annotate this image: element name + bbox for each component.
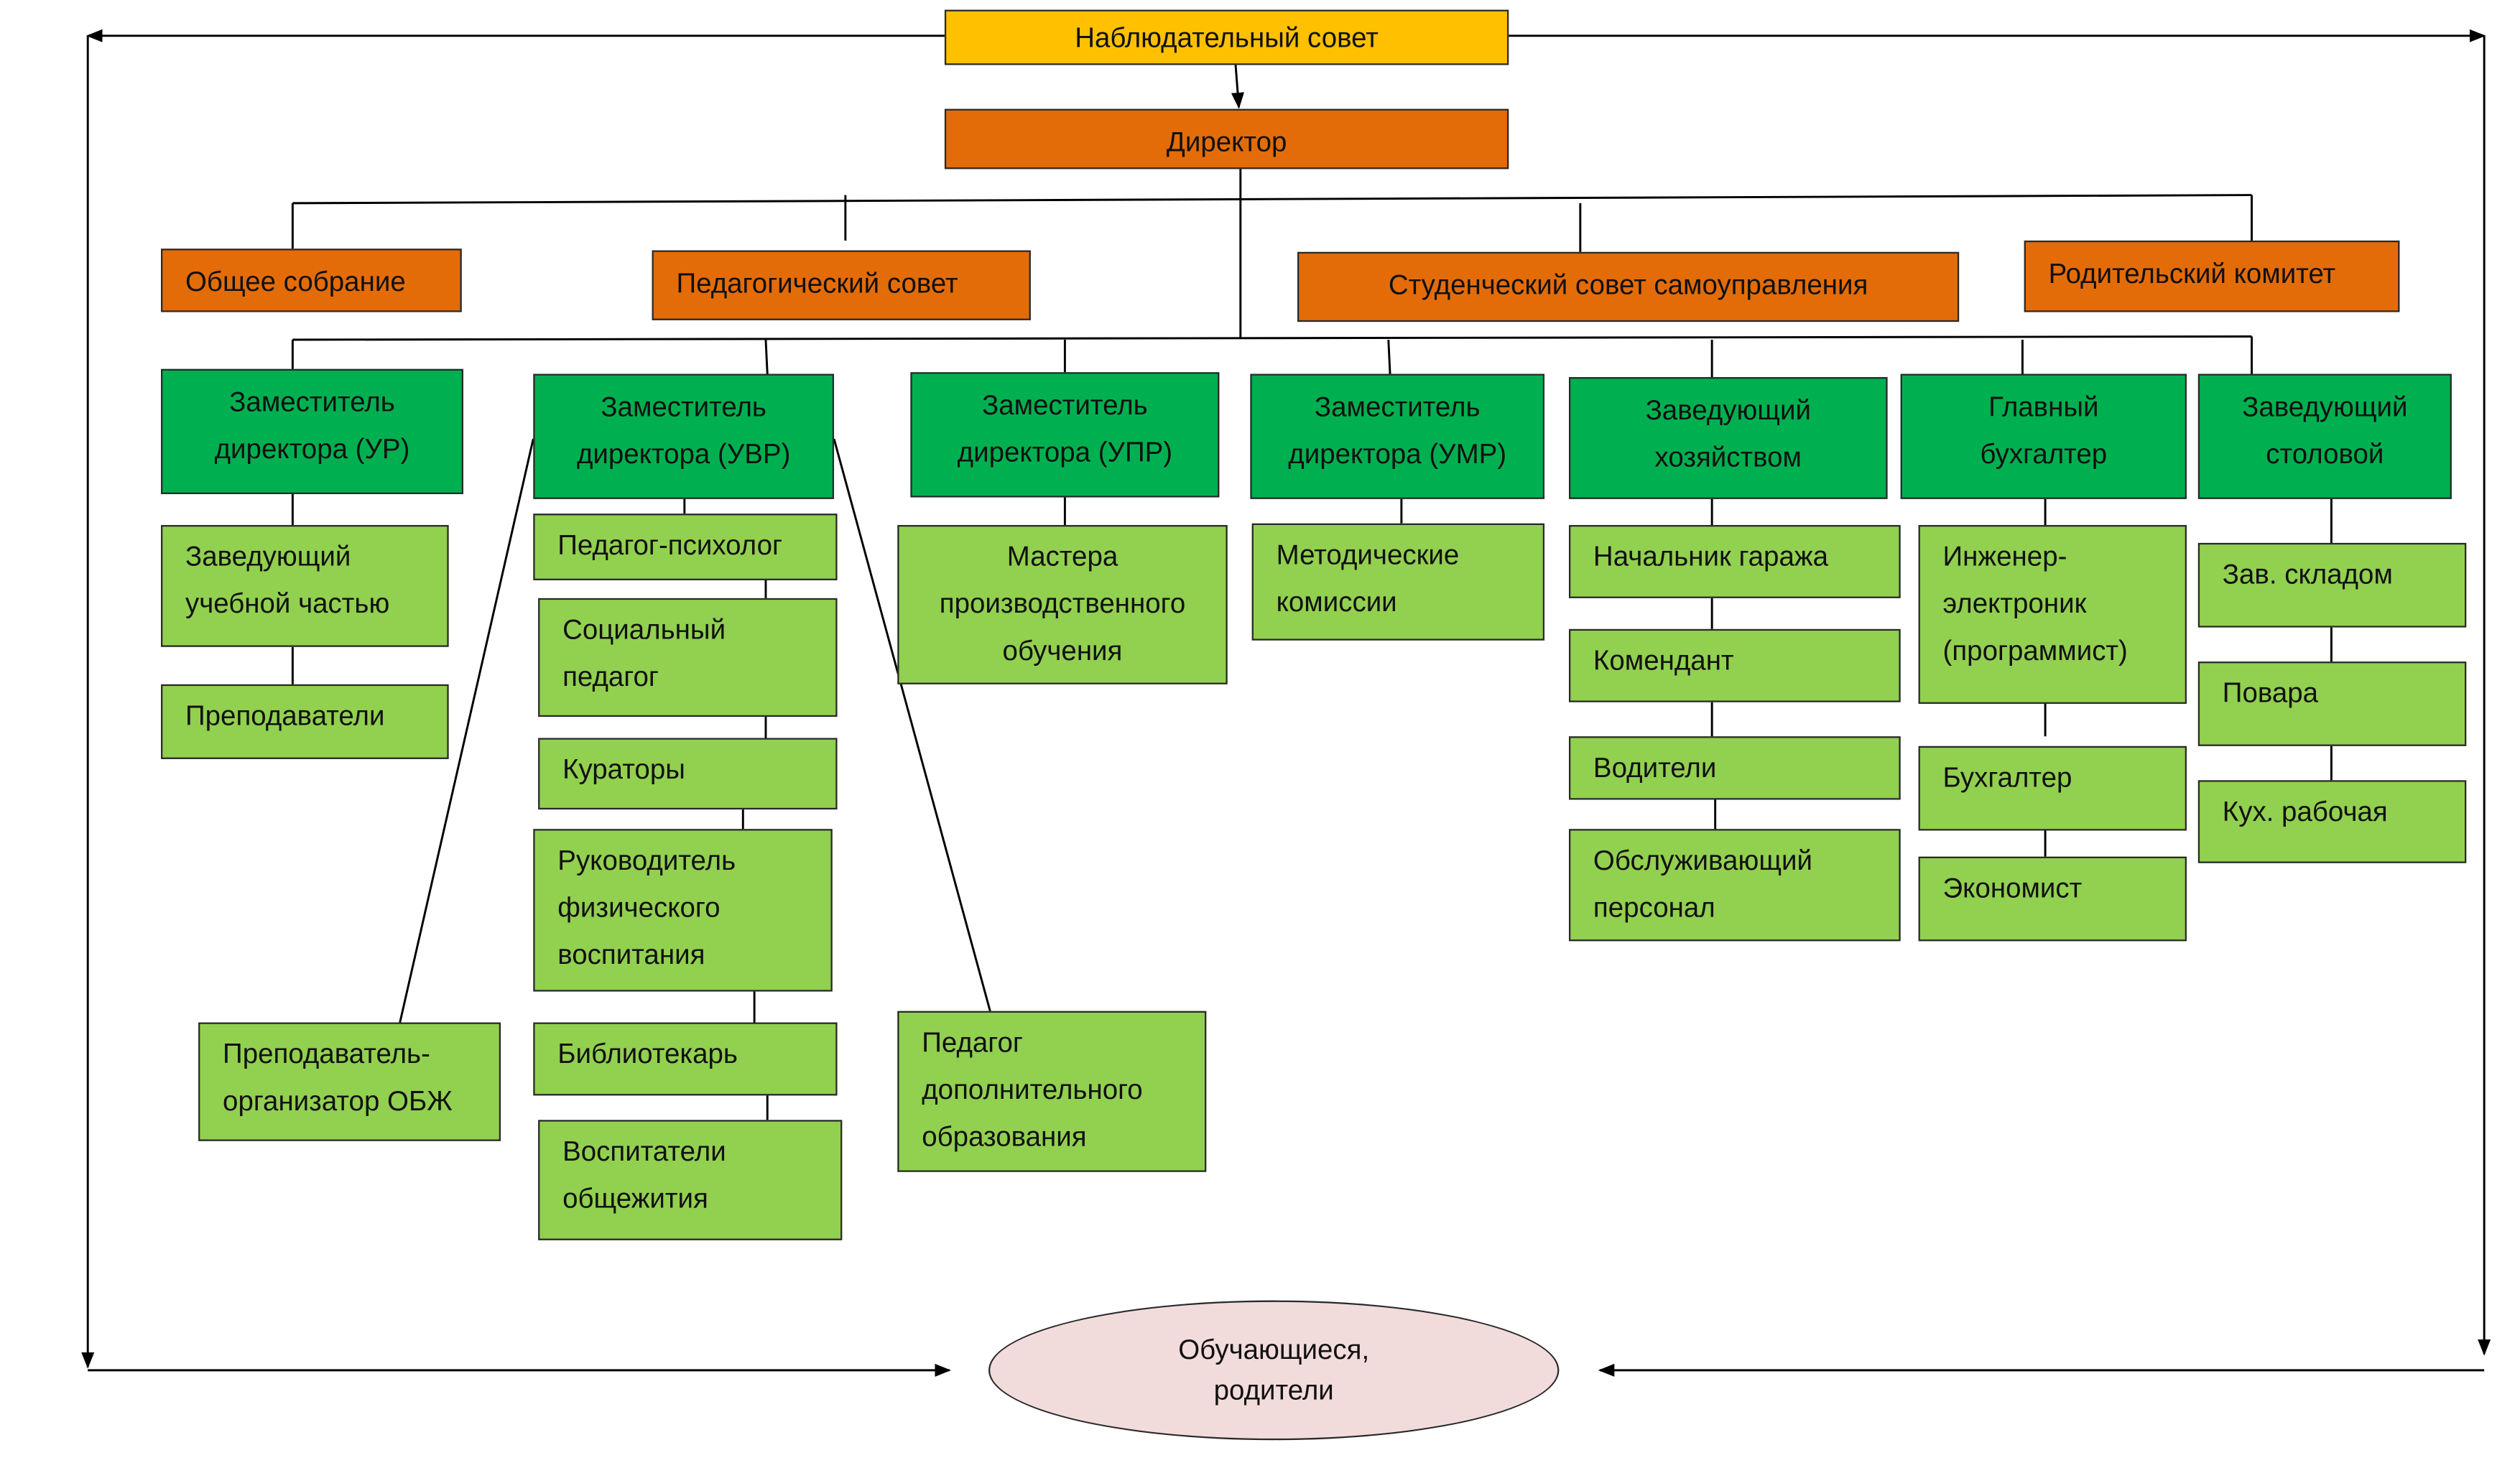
librarian-label: Библиотекарь	[557, 1039, 738, 1070]
teachers-label: Преподаватели	[185, 700, 385, 732]
kitchen-worker-box: Кух. рабочая	[2197, 780, 2467, 863]
pe-head-line-2: физического	[557, 892, 721, 924]
commandant-box: Комендант	[1568, 628, 1901, 702]
deputy-uvr-line-2: директора (УВР)	[576, 439, 791, 470]
economist-label: Экономист	[1942, 873, 2083, 904]
psychologist-label: Педагог-психолог	[557, 529, 783, 561]
production-masters-box: Мастера производственного обучения	[897, 525, 1228, 684]
drivers-label: Водители	[1593, 752, 1717, 784]
extra-education-line-2: дополнительного	[922, 1074, 1143, 1105]
it-engineer-line-3: (программист)	[1942, 635, 2128, 667]
academic-head-line-1: Заведующий	[185, 541, 351, 572]
extra-education-box: Педагог дополнительного образования	[897, 1011, 1207, 1172]
director-label: Директор	[1166, 126, 1287, 158]
academic-head-box: Заведующий учебной частью	[161, 525, 449, 647]
academic-head-line-2: учебной частью	[185, 588, 390, 620]
deputy-upr-line-1: Заместитель	[982, 390, 1148, 422]
drivers-box: Водители	[1568, 736, 1901, 800]
housekeeping-line-2: хозяйством	[1654, 442, 1802, 473]
pe-head-line-3: воспитания	[557, 939, 705, 971]
it-engineer-line-1: Инженер-	[1942, 541, 2067, 572]
dorm-tutors-box: Воспитатели общежития	[538, 1120, 843, 1240]
students-parents-ellipse: Обучающиеся, родители	[988, 1300, 1560, 1441]
psychologist-box: Педагог-психолог	[533, 514, 838, 580]
pedagogical-council-box: Педагогический совет	[652, 250, 1031, 320]
extra-education-line-3: образования	[922, 1121, 1087, 1153]
extra-education-line-1: Педагог	[922, 1027, 1023, 1059]
curators-box: Кураторы	[538, 738, 838, 810]
pedagogical-council-label: Педагогический совет	[676, 268, 958, 299]
social-pedagogue-line-1: Социальный	[562, 614, 726, 646]
cooks-label: Повара	[2222, 677, 2319, 709]
service-staff-line-2: персонал	[1593, 892, 1715, 924]
deputy-director-uvr-box: Заместитель директора (УВР)	[533, 373, 835, 499]
curators-label: Кураторы	[562, 754, 685, 786]
production-masters-line-2: производственного	[939, 588, 1186, 620]
librarian-box: Библиотекарь	[533, 1022, 838, 1096]
parents-committee-box: Родительский комитет	[2024, 240, 2400, 312]
dorm-tutors-line-1: Воспитатели	[562, 1135, 726, 1167]
deputy-uvr-line-1: Заместитель	[601, 391, 766, 423]
housekeeping-line-1: Заведующий	[1645, 394, 1811, 426]
obzh-teacher-line-1: Преподаватель-	[223, 1039, 430, 1070]
supervisory-board-label: Наблюдательный совет	[1075, 22, 1379, 54]
accountant-label: Бухгалтер	[1942, 762, 2072, 794]
chief-accountant-line-2: бухгалтер	[1980, 439, 2108, 470]
service-staff-line-1: Обслуживающий	[1593, 845, 1812, 876]
deputy-director-ur-box: Заместитель директора (УР)	[161, 368, 464, 495]
service-staff-box: Обслуживающий персонал	[1568, 829, 1901, 942]
warehouse-head-box: Зав. складом	[2197, 542, 2467, 628]
garage-head-box: Начальник гаража	[1568, 525, 1901, 598]
pe-head-box: Руководитель физического воспитания	[533, 829, 833, 992]
canteen-head-line-1: Заведующий	[2242, 391, 2408, 423]
deputy-director-upr-box: Заместитель директора (УПР)	[910, 372, 1220, 498]
general-meeting-box: Общее собрание	[161, 249, 462, 312]
supervisory-board-box: Наблюдательный совет	[944, 9, 1509, 65]
deputy-ur-line-1: Заместитель	[229, 386, 395, 418]
canteen-head-line-2: столовой	[2266, 439, 2384, 470]
obzh-teacher-box: Преподаватель-организатор ОБЖ	[198, 1022, 501, 1141]
parents-committee-label: Родительский комитет	[2048, 258, 2336, 289]
warehouse-head-label: Зав. складом	[2222, 559, 2393, 590]
housekeeping-head-box: Заведующий хозяйством	[1568, 377, 1888, 499]
obzh-teacher-line-2: организатор ОБЖ	[223, 1085, 453, 1117]
chief-accountant-line-1: Главный	[1988, 391, 2099, 423]
methodical-commissions-line-1: Методические	[1276, 539, 1460, 571]
kitchen-worker-label: Кух. рабочая	[2222, 796, 2388, 827]
it-engineer-box: Инженер-электроник (программист)	[1918, 525, 2187, 704]
methodical-commissions-line-2: комиссии	[1276, 587, 1397, 618]
commandant-label: Комендант	[1593, 645, 1734, 677]
chief-accountant-box: Главный бухгалтер	[1900, 373, 2187, 499]
deputy-umr-line-2: директора (УМР)	[1288, 439, 1507, 470]
pe-head-line-1: Руководитель	[557, 845, 736, 876]
economist-box: Экономист	[1918, 856, 2187, 942]
students-parents-line-2: родители	[1213, 1375, 1334, 1406]
cooks-box: Повара	[2197, 661, 2467, 746]
student-council-box: Студенческий совет самоуправления	[1297, 251, 1960, 322]
deputy-director-umr-box: Заместитель директора (УМР)	[1250, 373, 1545, 499]
social-pedagogue-line-2: педагог	[562, 661, 659, 693]
deputy-umr-line-1: Заместитель	[1314, 391, 1481, 423]
deputy-ur-line-2: директора (УР)	[214, 434, 410, 465]
canteen-head-box: Заведующий столовой	[2197, 373, 2452, 499]
students-parents-line-1: Обучающиеся,	[1178, 1334, 1370, 1366]
it-engineer-line-2: электроник	[1942, 588, 2087, 620]
dorm-tutors-line-2: общежития	[562, 1183, 708, 1214]
teachers-box: Преподаватели	[161, 684, 449, 759]
methodical-commissions-box: Методические комиссии	[1251, 523, 1545, 641]
garage-head-label: Начальник гаража	[1593, 541, 1829, 572]
accountant-box: Бухгалтер	[1918, 746, 2187, 831]
student-council-label: Студенческий совет самоуправления	[1388, 269, 1868, 301]
social-pedagogue-box: Социальный педагог	[538, 598, 838, 717]
deputy-upr-line-2: директора (УПР)	[957, 437, 1173, 468]
production-masters-line-3: обучения	[1002, 635, 1123, 667]
general-meeting-label: Общее собрание	[185, 266, 406, 298]
director-box: Директор	[944, 108, 1509, 169]
production-masters-line-1: Мастера	[1006, 541, 1118, 572]
